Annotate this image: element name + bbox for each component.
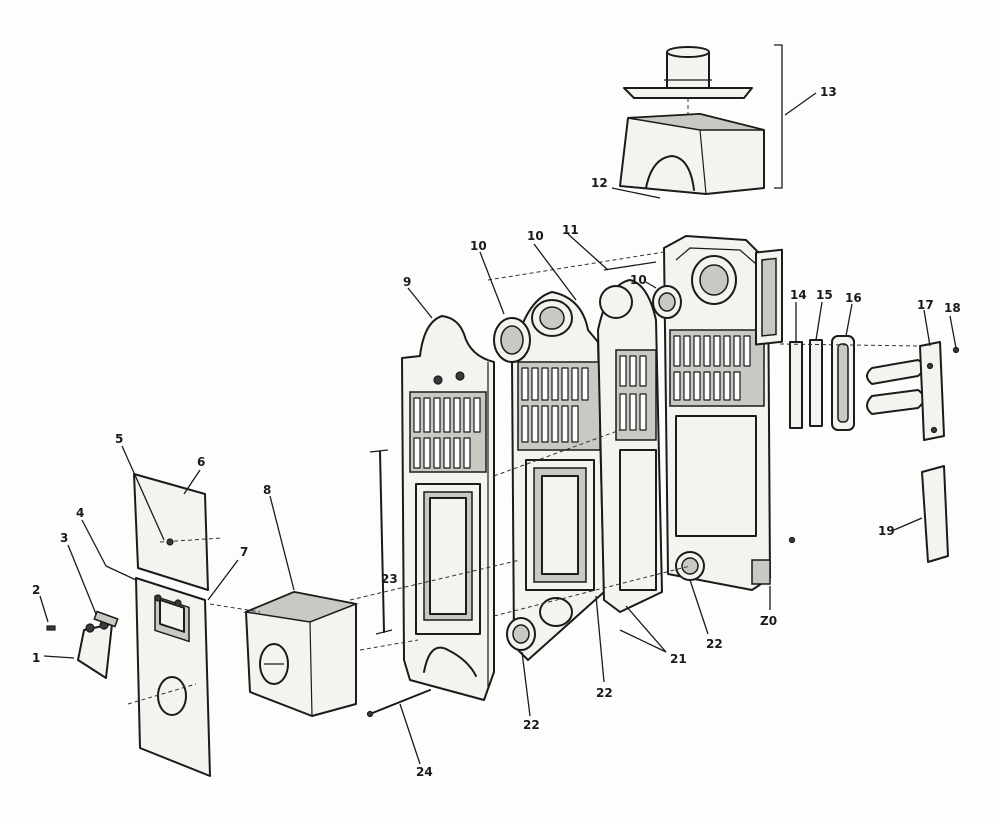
- heat-exchanger-coil: [866, 359, 925, 415]
- gasket-15: [809, 339, 823, 427]
- callout-24: 24: [416, 765, 433, 779]
- callout-23: 23: [381, 572, 398, 586]
- callout-10-middle: 10: [527, 229, 544, 243]
- callout-12: 12: [591, 176, 608, 190]
- callout-18: 18: [944, 301, 961, 315]
- gasket-16: [831, 335, 855, 431]
- push-nipple-22-left: [506, 617, 536, 651]
- gasket-flange: [755, 248, 783, 346]
- callout-16: 16: [845, 291, 862, 305]
- callout-10-left: 10: [470, 239, 487, 253]
- front-section: [401, 315, 495, 701]
- callout-4: 4: [76, 506, 84, 520]
- bolt-20: [788, 536, 796, 544]
- coil-cover-plate: [919, 341, 945, 441]
- alignment-lines: [209, 251, 921, 651]
- tie-rod-24: [366, 689, 431, 718]
- callout-5: 5: [115, 432, 123, 446]
- leader-lines: [39, 233, 957, 765]
- push-nipple-10-right: [652, 285, 682, 319]
- middle-section-1: [511, 291, 605, 661]
- callout-3: 3: [60, 531, 68, 545]
- callout-17: 17: [917, 298, 934, 312]
- callout-2: 2: [32, 583, 40, 597]
- callout-20: Z0: [760, 614, 777, 628]
- inner-panel: [133, 473, 209, 591]
- gasket-14: [789, 341, 803, 429]
- inspection-cover: [921, 465, 949, 563]
- bracket-13: [774, 44, 783, 189]
- burner-box: [243, 591, 359, 717]
- callout-7: 7: [240, 545, 248, 559]
- middle-section-2: [597, 279, 663, 613]
- callout-13: 13: [820, 85, 837, 99]
- callout-9: 9: [403, 275, 411, 289]
- push-nipple-22-right: [675, 551, 705, 581]
- back-section: [663, 235, 771, 591]
- tie-rod-23: [369, 449, 393, 635]
- callout-labels: 1 2 3 4 5 6 7 8 9 10 10 10 11 12 13 14 1…: [32, 85, 961, 779]
- push-nipple-10-left: [493, 317, 531, 363]
- flue-collar: [623, 46, 753, 99]
- front-panel: [135, 577, 211, 777]
- callout-10-right: 10: [630, 273, 647, 287]
- bolt-18: [952, 346, 960, 354]
- callout-6: 6: [197, 455, 205, 469]
- callout-11: 11: [562, 223, 579, 237]
- callout-1: 1: [32, 651, 40, 665]
- door-hinge-pin: [46, 625, 56, 631]
- callout-19: 19: [878, 524, 895, 538]
- observation-door: [77, 620, 113, 679]
- draft-hood: [619, 98, 765, 195]
- callout-22-left: 22: [523, 718, 540, 732]
- callout-21: 21: [670, 652, 687, 666]
- callout-22-right: 22: [706, 637, 723, 651]
- callout-8: 8: [263, 483, 271, 497]
- callout-22-middle: 22: [596, 686, 613, 700]
- door-hinge: [93, 610, 119, 628]
- callout-15: 15: [816, 288, 833, 302]
- callout-14: 14: [790, 288, 807, 302]
